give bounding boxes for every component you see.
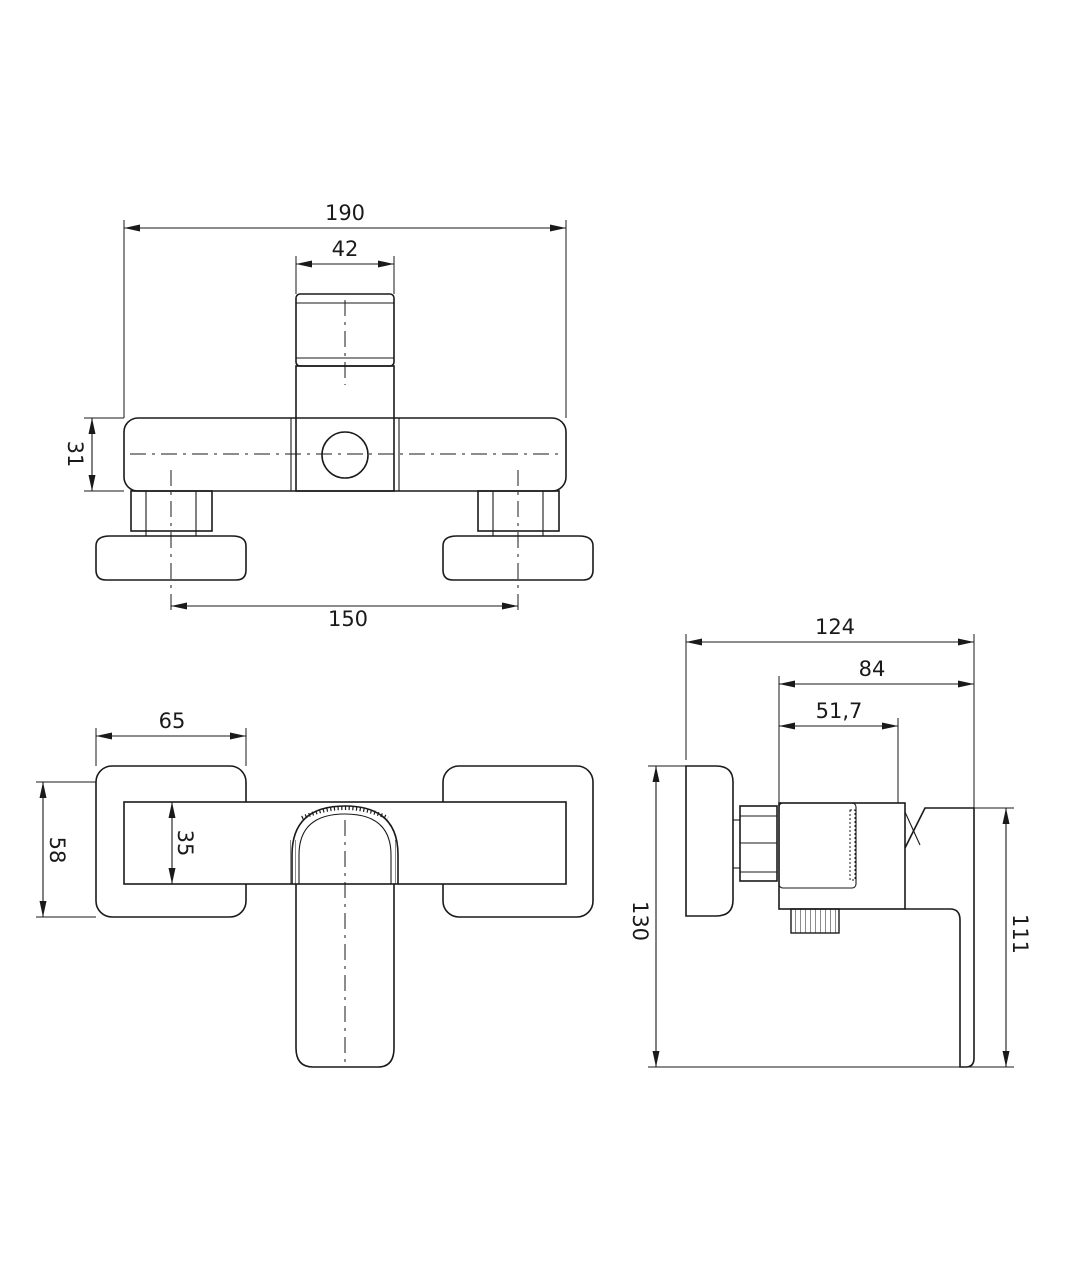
dimension-body-depth: 84 <box>778 657 974 803</box>
dimension-cartridge-width: 42 <box>295 237 395 294</box>
dimension-label: 124 <box>815 615 855 639</box>
side-view-body <box>778 802 906 910</box>
dimension-label: 51,7 <box>816 699 863 723</box>
dimension-label: 111 <box>1008 914 1032 954</box>
top-view-body <box>123 417 567 492</box>
dimension-label: 58 <box>45 837 69 864</box>
dimension-lever-height: 111 <box>974 807 1032 1068</box>
top-view: 190 42 31 150 <box>63 201 594 631</box>
side-view-flange <box>685 765 734 917</box>
dimension-label: 42 <box>332 237 359 261</box>
dimension-label: 150 <box>328 607 368 631</box>
front-view: 65 58 35 <box>36 709 594 1068</box>
dimension-connection-spacing: 150 <box>171 602 518 631</box>
dimension-label: 190 <box>325 201 365 225</box>
dimension-label: 35 <box>173 830 197 857</box>
right-eccentric-connector <box>442 470 594 610</box>
dimension-overall-height: 130 <box>628 765 974 1068</box>
dimension-label: 130 <box>628 901 652 941</box>
dimension-overall-width: 190 <box>123 201 567 418</box>
side-view-outlet-thread <box>790 908 840 934</box>
front-view-lever <box>295 884 395 1068</box>
dimension-label: 31 <box>63 441 87 468</box>
dimension-label: 84 <box>859 657 886 681</box>
dimension-body-height: 31 <box>63 417 124 492</box>
left-eccentric-connector <box>95 470 247 610</box>
dimension-label: 65 <box>159 709 186 733</box>
dimension-connection-depth: 51,7 <box>779 699 899 803</box>
dimension-flange-height: 58 <box>36 781 96 918</box>
side-view-lever <box>904 807 975 1068</box>
top-view-outlet <box>321 431 369 479</box>
dimension-flange-width: 65 <box>95 709 247 766</box>
dimension-overall-depth: 124 <box>685 615 975 808</box>
dimension-body-height: 35 <box>168 802 197 884</box>
side-view: 124 84 51,7 130 <box>628 615 1032 1068</box>
